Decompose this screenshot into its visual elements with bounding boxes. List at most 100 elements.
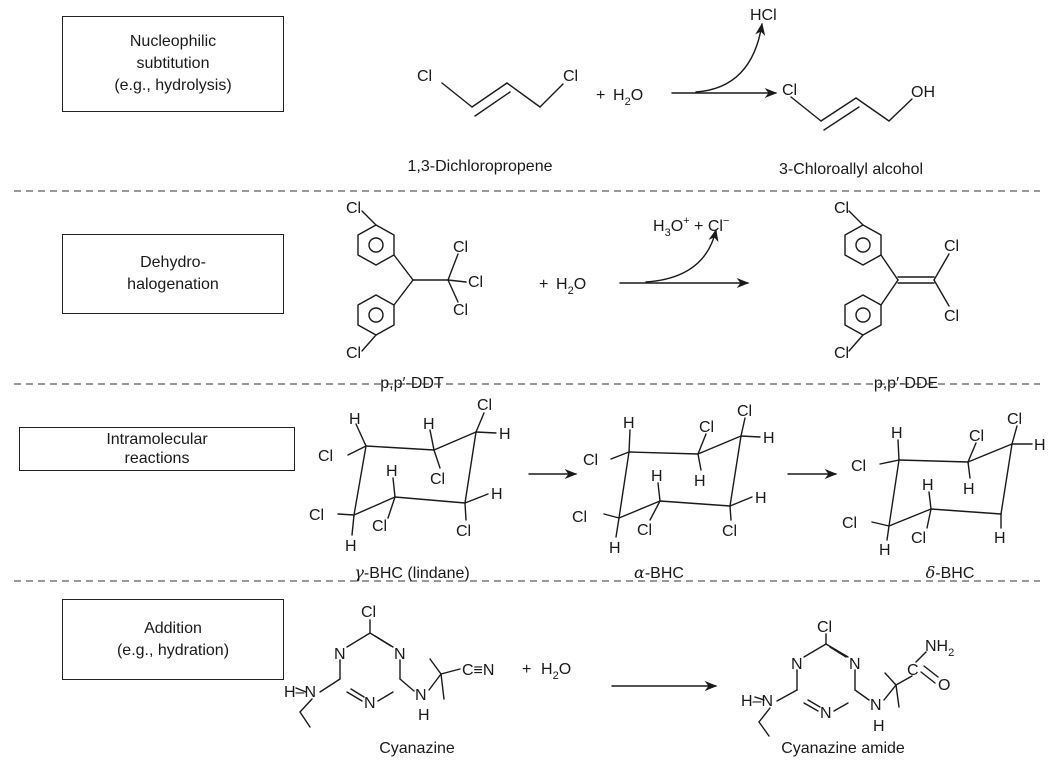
greek-letter: α: [634, 563, 645, 582]
cyanazine-structure: [295, 619, 461, 728]
dichloropropene-structure: [441, 82, 564, 117]
atom-chlorine: Cl: [318, 448, 333, 465]
atom-chlorine: Cl: [453, 302, 468, 319]
atom-chlorine: Cl: [572, 509, 587, 526]
reactant-name: Cyanazine: [379, 740, 455, 757]
atom-hydrogen: H: [349, 411, 361, 428]
atom-chlorine: Cl: [637, 522, 652, 539]
side-product-arrow: [645, 228, 719, 283]
box-intramolecular-reactions: Intramolecular reactions: [19, 427, 295, 471]
box-nucleophilic-substitution: Nucleophilic subtitution (e.g., hydrolys…: [62, 16, 284, 112]
atom-nitrogen: N: [364, 695, 376, 712]
atom-chlorine: Cl: [842, 515, 857, 532]
carbonyl-carbon: C: [907, 662, 919, 679]
atom-chlorine: Cl: [722, 523, 737, 540]
reactant-name: 1,3-Dichloropropene: [407, 158, 553, 175]
box-line: subtitution: [136, 55, 210, 72]
isomer-name: γ-BHC (lindane): [354, 563, 469, 583]
side-product-arrow: [695, 22, 766, 93]
side-product-hcl: HCl: [750, 7, 777, 24]
atom-chlorine: Cl: [911, 530, 926, 547]
chloroallyl-alcohol-structure: [790, 96, 913, 131]
alpha-bhc-structure: [603, 417, 761, 538]
product-name: Cyanazine amide: [781, 740, 905, 757]
box-line: Dehydro-: [140, 254, 206, 271]
atom-nitrogen: N: [791, 656, 803, 673]
isomer-suffix: -BHC (lindane): [363, 565, 470, 582]
atom-hydrogen: H: [499, 426, 511, 443]
atom-nitrogen: N: [394, 646, 406, 663]
atom-chlorine: Cl: [361, 604, 376, 621]
greek-letter: δ: [925, 563, 936, 582]
atom-chlorine: Cl: [309, 507, 324, 524]
atom-hydrogen: H: [694, 473, 706, 490]
atom-chlorine: Cl: [346, 200, 361, 217]
atom-hydrogen: H: [418, 707, 430, 724]
atom-chlorine: Cl: [417, 68, 432, 85]
atom-chlorine: Cl: [477, 397, 492, 414]
hydroxyl-group: OH: [911, 84, 935, 101]
atom-chlorine: Cl: [456, 523, 471, 540]
atom-hydrogen: H: [922, 477, 934, 494]
box-dehydrohalogenation: Dehydro- halogenation: [62, 234, 284, 314]
box-line: Intramolecular: [106, 431, 208, 448]
atom-hydrogen: H: [1034, 437, 1046, 454]
side-product-hydronium-chloride: H3O+ + Cl−: [653, 215, 729, 239]
box-line: (e.g., hydrolysis): [114, 77, 232, 94]
atom-chlorine: Cl: [430, 471, 445, 488]
water-formula: H2O: [613, 87, 643, 108]
box-line: halogenation: [127, 276, 219, 293]
atom-chlorine: Cl: [834, 200, 849, 217]
greek-letter: γ: [354, 563, 364, 582]
atom-nitrogen: N: [870, 697, 882, 714]
atom-chlorine: Cl: [583, 452, 598, 469]
isomer-name: α-BHC: [634, 563, 684, 583]
isomer-suffix: -BHC: [644, 565, 684, 582]
atom-chlorine: Cl: [737, 403, 752, 420]
atom-chlorine: Cl: [851, 458, 866, 475]
atom-nitrogen: N: [415, 687, 427, 704]
isomer-name: δ-BHC: [926, 563, 975, 583]
cyanazine-amide-structure: [754, 633, 939, 737]
atom-chlorine: Cl: [372, 518, 387, 535]
atom-chlorine: Cl: [834, 345, 849, 362]
amino-group: H–N: [741, 693, 773, 710]
box-line: Addition: [144, 619, 202, 637]
box-line: Nucleophilic: [129, 33, 217, 50]
plus-sign: +: [596, 87, 605, 104]
delta-bhc-structure: [871, 425, 1033, 541]
atom-chlorine: Cl: [699, 419, 714, 436]
atom-chlorine: Cl: [944, 238, 959, 255]
atom-chlorine: Cl: [944, 308, 959, 325]
atom-chlorine: Cl: [1007, 411, 1022, 428]
atom-chlorine: Cl: [563, 68, 578, 85]
atom-hydrogen: H: [994, 530, 1006, 547]
atom-hydrogen: H: [755, 490, 767, 507]
lindane-structure: [337, 412, 497, 536]
atom-chlorine: Cl: [346, 345, 361, 362]
atom-hydrogen: H: [623, 415, 635, 432]
atom-hydrogen: H: [386, 463, 398, 480]
box-line: (e.g., hydration): [116, 641, 230, 659]
atom-chlorine: Cl: [817, 619, 832, 636]
plus-sign: +: [522, 661, 531, 678]
atom-hydrogen: H: [651, 468, 663, 485]
ddt-structure: [357, 210, 467, 352]
atom-hydrogen: H: [763, 430, 775, 447]
atom-hydrogen: H: [873, 718, 885, 735]
nitrile-group: C≡N: [462, 662, 494, 679]
atom-nitrogen: N: [849, 656, 861, 673]
box-line: reactions: [124, 450, 190, 467]
water-formula: H2O: [541, 661, 571, 682]
atom-hydrogen: H: [609, 540, 621, 557]
atom-hydrogen: H: [423, 416, 435, 433]
box-addition-hydration: Addition (e.g., hydration): [62, 599, 284, 680]
amino-group: H–N: [284, 684, 316, 701]
water-formula: H2O: [556, 276, 586, 297]
atom-chlorine: Cl: [453, 239, 468, 256]
atom-hydrogen: H: [963, 481, 975, 498]
atom-chlorine: Cl: [782, 82, 797, 99]
dde-structure: [844, 210, 950, 352]
plus-sign: +: [539, 276, 548, 293]
